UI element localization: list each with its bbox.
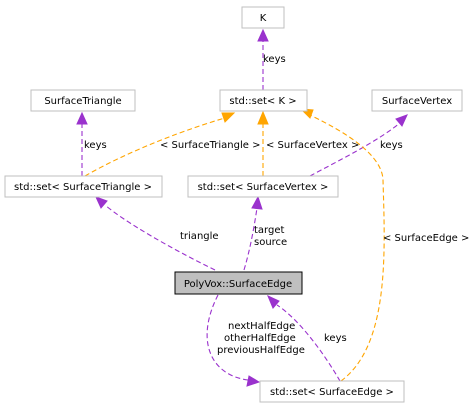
edge-label-keys-triangle: keys [84,140,107,151]
edge-label-keys-vertex: keys [380,140,403,151]
edge-label-keys-k: keys [263,54,286,65]
node-k[interactable]: K [241,6,285,29]
edge-label-source: source [254,237,287,248]
edge-label-target: target [254,225,284,236]
node-set-vertex-label: std::set< SurfaceVertex > [198,182,329,193]
node-surface-triangle[interactable]: SurfaceTriangle [30,89,136,112]
edge-surface-edge-to-set-edge-half-edges [206,294,261,387]
edge-set-k-to-set-vertex [257,110,269,176]
node-surface-edge[interactable]: PolyVox::SurfaceEdge [174,271,303,295]
node-set-triangle[interactable]: std::set< SurfaceTriangle > [4,175,163,198]
edge-label-previous-half-edge: previousHalfEdge [217,345,305,356]
node-set-triangle-label: std::set< SurfaceTriangle > [14,182,152,193]
edge-set-vertex-to-surface-edge [243,195,263,271]
edge-label-keys-edge: keys [324,333,347,344]
edge-label-template-edge: < SurfaceEdge > [383,233,469,244]
node-surface-vertex-label: SurfaceVertex [382,96,452,107]
edge-set-k-to-set-triangle [84,112,236,177]
node-surface-vertex[interactable]: SurfaceVertex [371,89,463,112]
node-k-label: K [260,13,267,24]
edge-vertex-to-set-vertex [309,114,408,177]
node-set-k-label: std::set< K > [229,96,296,107]
edge-label-other-half-edge: otherHalfEdge [224,333,296,344]
edge-label-triangle: triangle [180,231,219,242]
node-set-edge-label: std::set< SurfaceEdge > [270,387,394,398]
edge-set-triangle-to-surface-edge [95,196,216,271]
node-set-edge[interactable]: std::set< SurfaceEdge > [259,380,405,403]
edge-label-template-triangle: < SurfaceTriangle > [160,140,260,151]
edge-set-edge-to-surface-edge-keys [267,295,341,382]
node-set-k[interactable]: std::set< K > [219,89,308,112]
node-surface-edge-label: PolyVox::SurfaceEdge [184,279,292,290]
edge-label-template-vertex: < SurfaceVertex > [266,140,359,151]
node-set-vertex[interactable]: std::set< SurfaceVertex > [187,175,339,198]
edge-label-next-half-edge: nextHalfEdge [228,321,295,332]
node-surface-triangle-label: SurfaceTriangle [44,96,121,107]
edge-k-to-set-k [257,28,269,90]
edge-triangle-to-set-triangle [76,111,88,176]
